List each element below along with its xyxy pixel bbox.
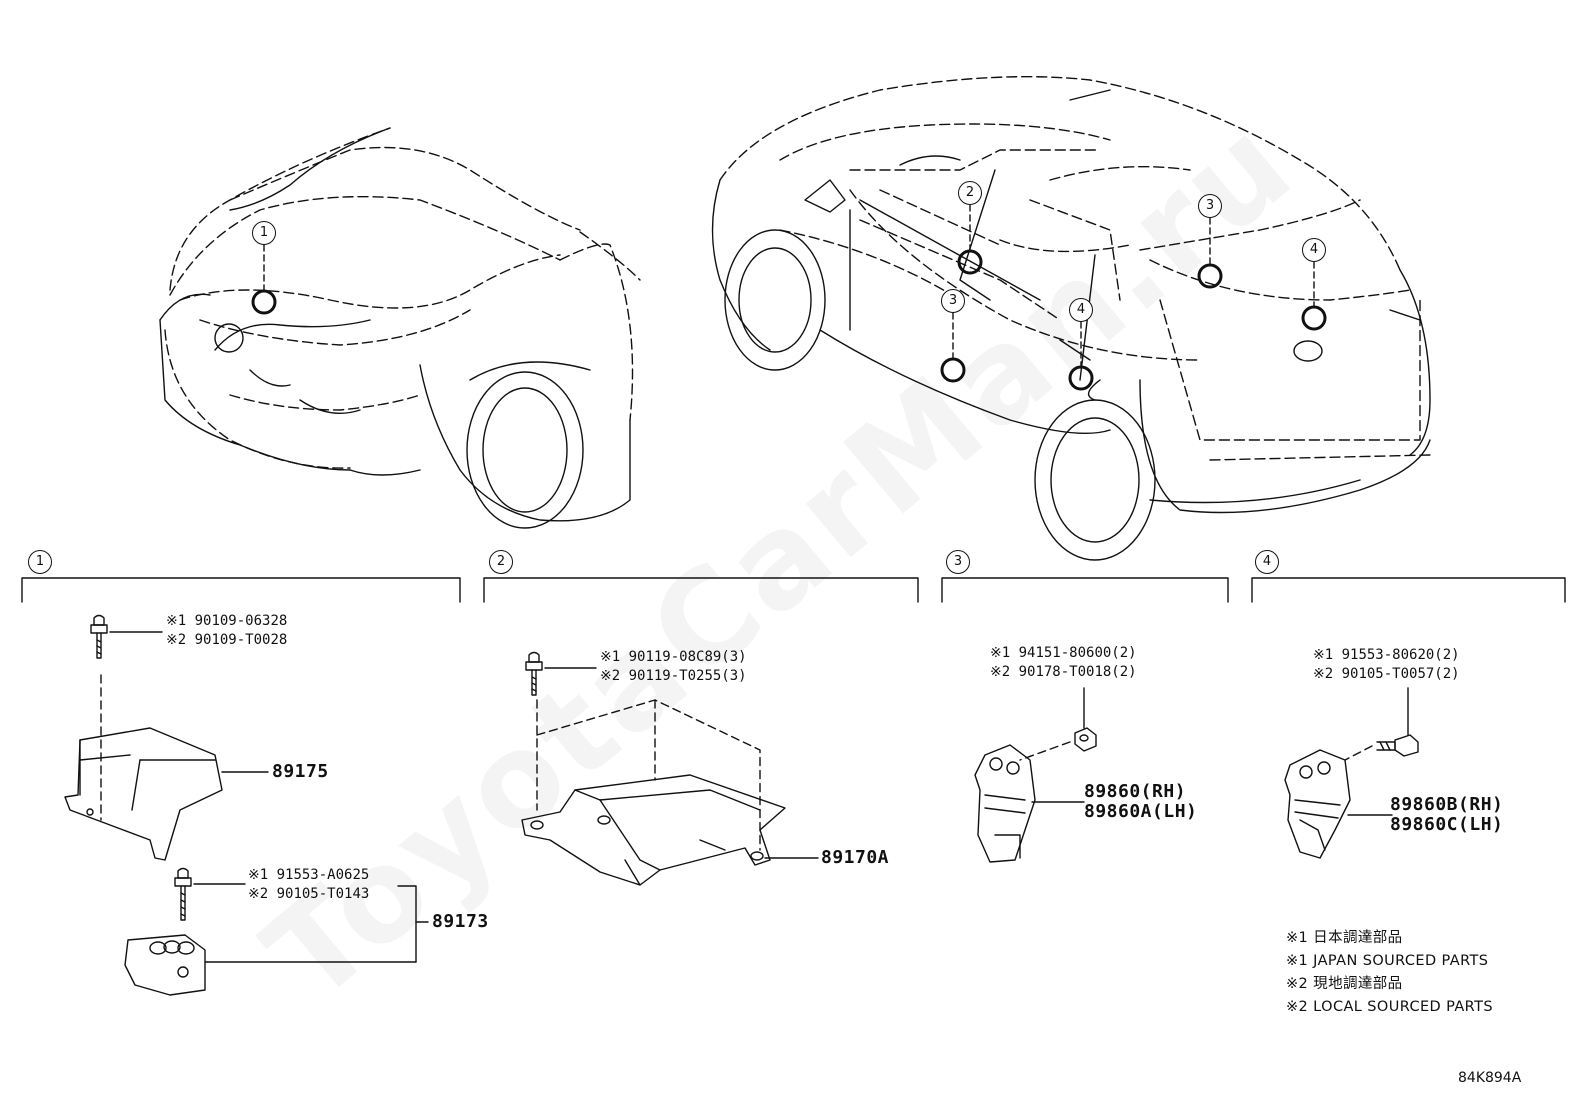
part-number-line2: ※2 90105-T0057(2) (1313, 666, 1460, 682)
front-car-drawing (164, 127, 641, 469)
part-number-line1: ※1 91553-A0625 (248, 867, 370, 883)
part-label-rh: 89860(RH) (1084, 781, 1187, 802)
part-number-line2: ※2 90109-T0028 (166, 632, 288, 648)
callout-4-side[interactable]: 4 (1069, 298, 1093, 322)
callout-leaders (263, 204, 1315, 367)
part-label-rh: 89860B(RH) (1390, 794, 1504, 815)
part-label-89170a[interactable]: 89170A (821, 847, 890, 868)
part-number-line1: ※1 94151-80600(2) (990, 645, 1137, 661)
section2-parts (521, 651, 819, 886)
callout-2[interactable]: 2 (958, 181, 982, 205)
ecu-bolt-part-number[interactable]: ※1 90119-08C89(3) ※2 90119-T0255(3) (600, 648, 747, 686)
section-2-number: 2 (489, 550, 513, 574)
part-label-89173[interactable]: 89173 (432, 911, 489, 932)
legend-line: ※2 LOCAL SOURCED PARTS (1286, 999, 1493, 1015)
part-number-line2: ※2 90119-T0255(3) (600, 668, 747, 684)
sourcing-legend: ※1 日本調達部品 ※1 JAPAN SOURCED PARTS ※2 現地調達… (1286, 927, 1493, 1019)
callout-3-side[interactable]: 3 (941, 289, 965, 313)
section-1-number: 1 (28, 550, 52, 574)
section4-parts (1284, 687, 1419, 859)
part-number-line1: ※1 90109-06328 (166, 613, 288, 629)
part-label-lh: 89860A(LH) (1084, 801, 1198, 822)
legend-line: ※2 現地調達部品 (1286, 976, 1403, 992)
callout-4-rear[interactable]: 4 (1302, 238, 1326, 262)
rear-bolt-part-number[interactable]: ※1 91553-80620(2) ※2 90105-T0057(2) (1313, 646, 1460, 684)
callout-1[interactable]: 1 (252, 221, 276, 245)
screw-part-number[interactable]: ※1 91553-A0625 ※2 90105-T0143 (248, 866, 369, 904)
section-4-number: 4 (1255, 550, 1279, 574)
location-markers (251, 249, 1327, 391)
section1-parts (64, 614, 429, 996)
part-number-line2: ※2 90178-T0018(2) (990, 664, 1137, 680)
legend-line: ※1 日本調達部品 (1286, 930, 1403, 946)
section3-parts (974, 687, 1097, 863)
part-label-89175[interactable]: 89175 (272, 761, 329, 782)
callout-3-rear[interactable]: 3 (1198, 194, 1222, 218)
front-car-solid (159, 127, 631, 529)
drawing-code: 84K894A (1458, 1070, 1522, 1086)
legend-line: ※1 JAPAN SOURCED PARTS (1286, 953, 1489, 969)
nut-part-number[interactable]: ※1 94151-80600(2) ※2 90178-T0018(2) (990, 644, 1137, 682)
rear-sensor-part-labels[interactable]: 89860B(RH) 89860C(LH) (1390, 795, 1503, 835)
section-brackets (21, 577, 1566, 603)
section-3-number: 3 (946, 550, 970, 574)
bolt-part-number[interactable]: ※1 90109-06328 ※2 90109-T0028 (166, 612, 287, 650)
part-number-line1: ※1 90119-08C89(3) (600, 649, 747, 665)
part-number-line1: ※1 91553-80620(2) (1313, 647, 1460, 663)
part-number-line2: ※2 90105-T0143 (248, 886, 370, 902)
part-label-lh: 89860C(LH) (1390, 814, 1504, 835)
side-sensor-part-labels[interactable]: 89860(RH) 89860A(LH) (1084, 782, 1197, 822)
rear-car-drawing (719, 75, 1431, 461)
